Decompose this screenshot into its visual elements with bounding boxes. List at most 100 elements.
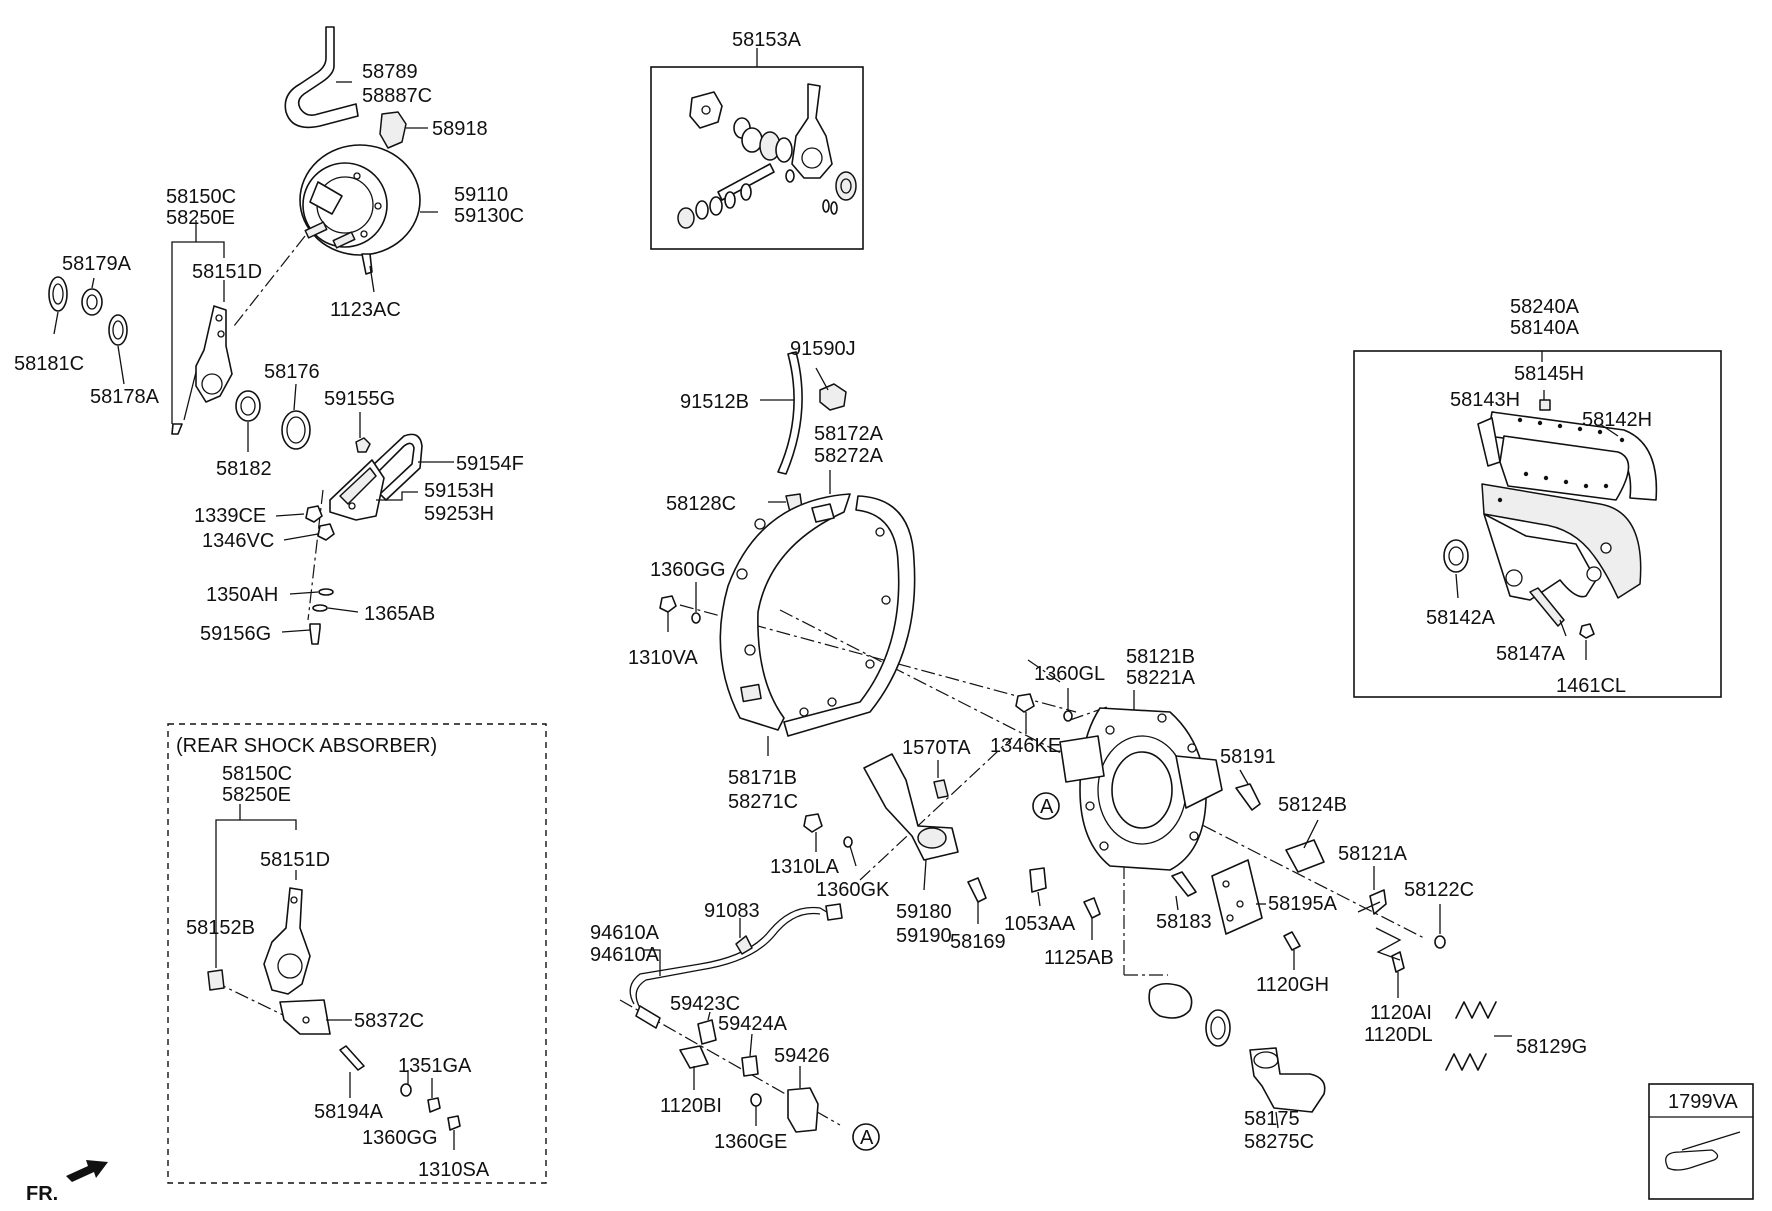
- label-1461CL: 1461CL: [1556, 675, 1626, 697]
- label-1350AH: 1350AH: [206, 584, 278, 606]
- cap-58918: [379, 111, 407, 149]
- label-rs-58372C: 58372C: [354, 1010, 424, 1032]
- label-58145H: 58145H: [1514, 363, 1584, 385]
- washer-1360GE: [750, 1093, 762, 1107]
- label-59156G: 59156G: [200, 623, 271, 645]
- label-58121A: 58121A: [1338, 843, 1408, 865]
- rear-shock-absorber-title: (REAR SHOCK ABSORBER): [176, 735, 437, 757]
- label-58128C: 58128C: [666, 493, 736, 515]
- label-rs-58151D: 58151D: [260, 849, 330, 871]
- label-91083: 91083: [704, 900, 760, 922]
- pin-58150C: [171, 423, 183, 435]
- dust-shield-58171B: [719, 493, 851, 731]
- label-58169: 58169: [950, 931, 1006, 953]
- clip-58121A: [1357, 889, 1387, 915]
- label-1123AC: 1123AC: [330, 299, 401, 321]
- label-58176: 58176: [264, 361, 320, 383]
- label-58143H: 58143H: [1450, 389, 1520, 411]
- label-1360GG-a: 1360GG: [650, 559, 726, 581]
- label-1120DL: 1120DL: [1364, 1024, 1433, 1046]
- label-58887C: 58887C: [362, 85, 432, 107]
- bolt-1125AB: [1083, 897, 1101, 919]
- label-58191: 58191: [1220, 746, 1276, 768]
- label-58181C: 58181C: [14, 353, 84, 375]
- rs-nut-1351GA: [427, 1097, 441, 1113]
- label-58171B: 58171B: [728, 767, 797, 789]
- bolt-59156G: [309, 623, 321, 645]
- callout-a-2: A: [852, 1123, 880, 1151]
- part-labels: 58789 58887C 58918 58150C 58250E 59110 5…: [14, 29, 1738, 1181]
- nut-1310VA: [659, 595, 677, 613]
- label-58175: 58175: [1244, 1108, 1300, 1130]
- bushing-59424A: [741, 1055, 759, 1077]
- label-1310LA: 1310LA: [770, 856, 840, 878]
- washer-58122C: [1434, 935, 1446, 949]
- clip-91590J: [819, 383, 847, 411]
- bushing-59423C: [697, 1019, 717, 1045]
- bolt-58191: [1235, 783, 1261, 811]
- rs-bolt-58194A: [339, 1045, 365, 1071]
- label-58147A: 58147A: [1496, 643, 1566, 665]
- label-59155G: 59155G: [324, 388, 395, 410]
- bushing-camshaft: [1148, 982, 1231, 1047]
- rear-shock-absorber-frame: [167, 723, 547, 1184]
- label-1120AI: 1120AI: [1370, 1002, 1432, 1024]
- hose-91512B: [777, 351, 803, 475]
- bolt-1123AC: [361, 253, 373, 275]
- nut-1339CE: [305, 505, 323, 523]
- label-94610A-1: 94610A: [590, 922, 660, 944]
- nut-1310LA: [803, 813, 823, 833]
- label-58221A: 58221A: [1126, 667, 1196, 689]
- label-58142H: 58142H: [1582, 409, 1652, 431]
- label-58275C: 58275C: [1244, 1131, 1314, 1153]
- brake-shoe-kit-parts: [1443, 399, 1658, 639]
- label-58179A: 58179A: [62, 253, 132, 275]
- dust-shield-58172A: [783, 495, 916, 737]
- label-59423C: 59423C: [670, 993, 740, 1015]
- spring-58129G: [1445, 1001, 1497, 1071]
- bolt-1120GH: [1283, 931, 1301, 951]
- rs-plug-58152B: [207, 969, 225, 991]
- cable-tie-1799VA: [1665, 1131, 1741, 1171]
- label-59426: 59426: [774, 1045, 830, 1067]
- label-1799VA: 1799VA: [1668, 1091, 1738, 1113]
- label-rs-1360GG: 1360GG: [362, 1127, 438, 1149]
- air-hose-58789: [284, 26, 359, 129]
- label-1125AB: 1125AB: [1044, 947, 1114, 969]
- label-58271C: 58271C: [728, 791, 798, 813]
- label-58178A: 58178A: [90, 386, 160, 408]
- label-59110: 59110: [454, 184, 508, 206]
- washer-1360GL: [1063, 710, 1073, 722]
- label-58195A: 58195A: [1268, 893, 1338, 915]
- assembly-centerlines: [212, 235, 1425, 1126]
- label-59130C: 59130C: [454, 205, 524, 227]
- washer-1360GG: [691, 612, 701, 624]
- label-1360GK: 1360GK: [816, 879, 890, 901]
- label-94610A-2: 94610A: [590, 944, 660, 966]
- kit-frame-1799VA: [1648, 1083, 1754, 1200]
- label-rs-58194A: 58194A: [314, 1101, 384, 1123]
- label-1570TA: 1570TA: [902, 737, 971, 759]
- label-58151D: 58151D: [192, 261, 262, 283]
- repair-kit-58153A-parts: [677, 83, 857, 229]
- label-rs-58250E: 58250E: [222, 784, 291, 806]
- label-58250E: 58250E: [166, 207, 235, 229]
- label-59180: 59180: [896, 901, 952, 923]
- label-58142A: 58142A: [1426, 607, 1496, 629]
- washer-58179A: [81, 288, 103, 316]
- label-1120BI: 1120BI: [660, 1095, 722, 1117]
- nut-1346VC: [317, 523, 335, 541]
- actuator-bracket-59180: [863, 753, 959, 861]
- label-rs-1351GA: 1351GA: [398, 1055, 472, 1077]
- label-1346KE: 1346KE: [990, 735, 1061, 757]
- bolt-1120AI: [1375, 927, 1405, 973]
- label-58183: 58183: [1156, 911, 1212, 933]
- label-58182: 58182: [216, 458, 272, 480]
- label-58140A: 58140A: [1510, 317, 1580, 339]
- bushing-58124B: [1285, 839, 1325, 873]
- label-58150C: 58150C: [166, 186, 236, 208]
- seal-58178A: [108, 314, 128, 346]
- label-58153A: 58153A: [732, 29, 802, 51]
- label-58172A: 58172A: [814, 423, 884, 445]
